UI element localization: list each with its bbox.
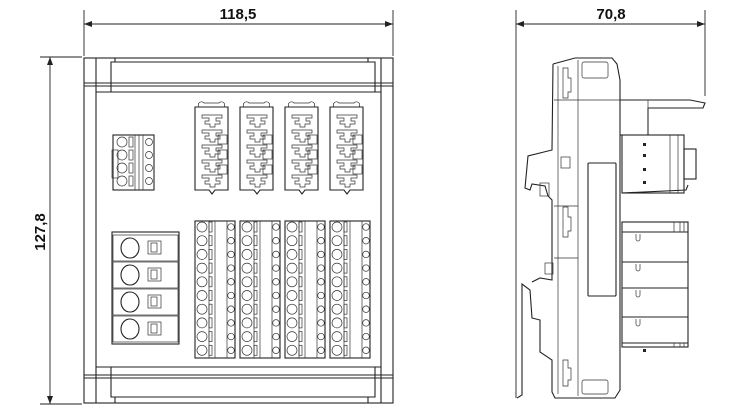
label-field bbox=[587, 162, 617, 297]
lower-module-side bbox=[621, 221, 689, 348]
terminal-strip bbox=[194, 220, 236, 359]
terminal-strip bbox=[284, 220, 326, 359]
terminal-strip bbox=[329, 220, 371, 359]
contact-mark bbox=[643, 143, 646, 146]
contact-mark bbox=[643, 168, 646, 171]
signal-connector bbox=[111, 134, 155, 191]
din-rail-tab bbox=[620, 99, 706, 136]
upper-connector bbox=[329, 101, 364, 195]
housing-outline bbox=[516, 57, 621, 399]
front-view bbox=[83, 57, 394, 404]
height-dimension: 127,8 bbox=[32, 56, 82, 405]
width-dimension-label: 118,5 bbox=[220, 6, 257, 23]
upper-connector bbox=[284, 101, 319, 195]
upper-connector bbox=[239, 101, 274, 195]
width-dimension: 118,5 bbox=[83, 6, 394, 56]
contact-mark bbox=[643, 181, 646, 184]
terminal-strip bbox=[239, 220, 281, 359]
height-dimension-label: 127,8 bbox=[32, 213, 49, 251]
side-view bbox=[516, 57, 706, 399]
depth-dimension: 70,8 bbox=[515, 6, 706, 398]
contact-mark bbox=[643, 349, 646, 352]
depth-dimension-label: 70,8 bbox=[596, 6, 625, 23]
power-terminal-block bbox=[111, 231, 180, 345]
upper-connector bbox=[194, 101, 229, 195]
contact-mark bbox=[643, 154, 646, 157]
upper-connector-side bbox=[621, 134, 697, 194]
